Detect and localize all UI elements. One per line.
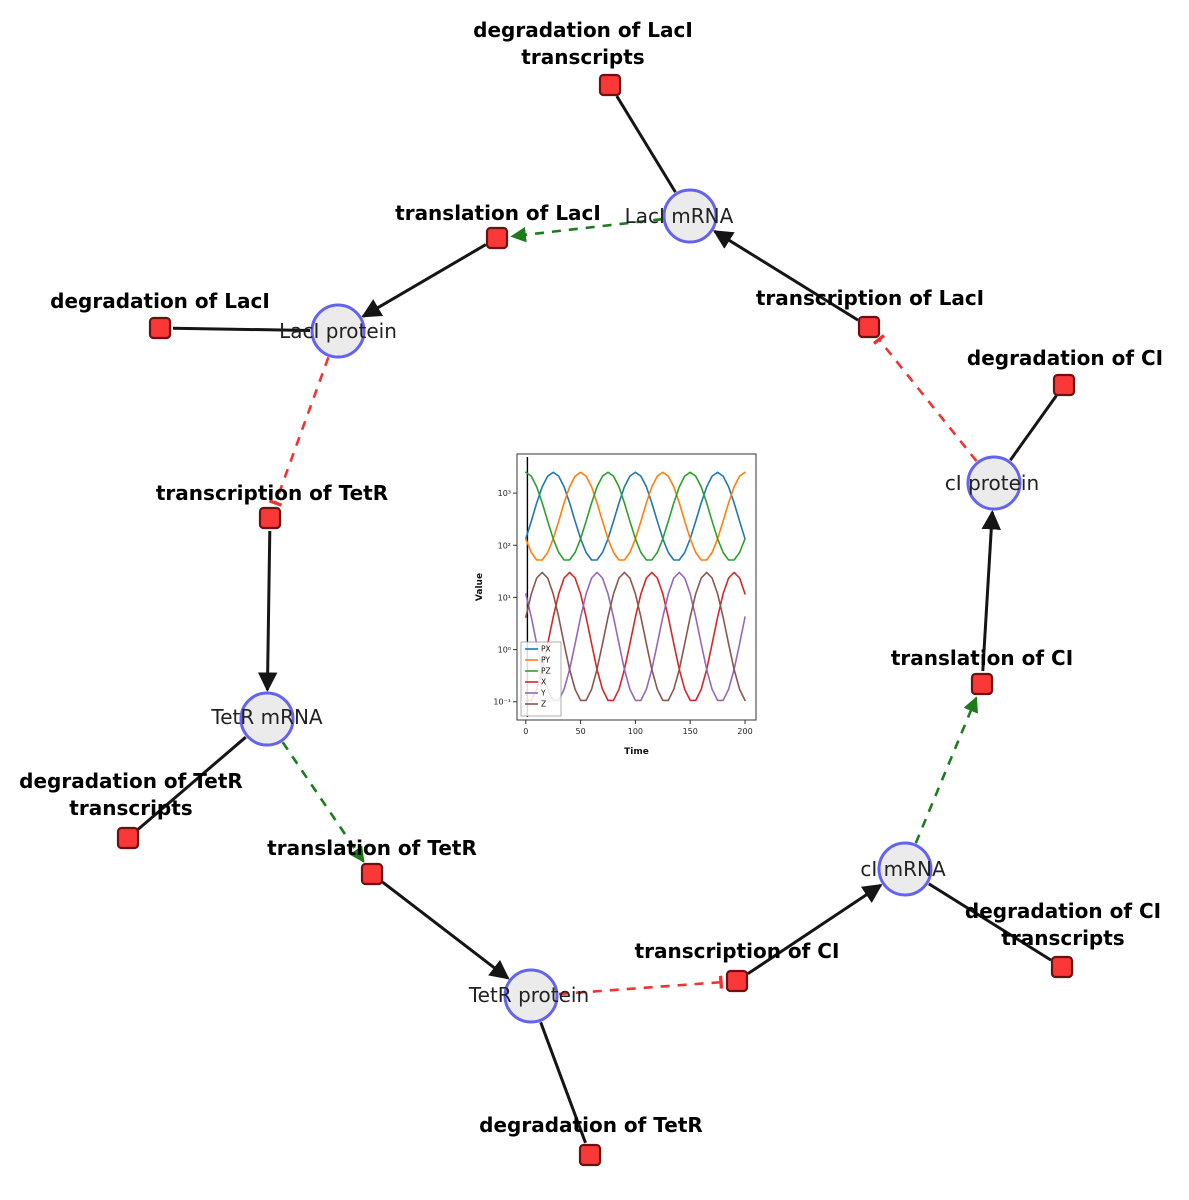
reaction-label-transl_laci: translation of LacI <box>395 201 601 225</box>
species-node-laci_mrna <box>662 188 718 244</box>
reaction-node-transc_ci <box>725 969 749 993</box>
reaction-label-deg_tetr: degradation of TetR <box>479 1113 703 1137</box>
edge-modifier-laci_mrna-transl_laci <box>510 217 663 243</box>
species-label-laci_protein: LacI protein <box>279 319 397 343</box>
species-label-tetr_mrna: TetR mRNA <box>210 705 323 729</box>
legend-label-PX: PX <box>541 645 551 654</box>
edge-inhibition-ci_protein-transc_laci <box>872 334 978 462</box>
legend-label-Z: Z <box>541 700 546 709</box>
y-axis-label: Value <box>475 573 485 601</box>
edge-modifier-tetr_mrna-transl_tetr <box>281 741 365 863</box>
edge-production-transl_laci-laci_protein <box>361 243 487 318</box>
reaction-label-deg_ci: degradation of CI <box>967 346 1163 370</box>
edge-modifier-ci_mrna-transl_ci <box>914 696 979 844</box>
series-line-X <box>525 571 746 702</box>
x-tick-label: 100 <box>628 727 643 736</box>
reaction-label-transl_tetr: translation of TetR <box>267 836 477 860</box>
x-tick-label: 50 <box>575 727 585 736</box>
species-label-tetr_protein: TetR protein <box>468 983 589 1007</box>
reaction-node-deg_ci <box>1052 373 1076 397</box>
edge-consumption-tetr_mrna-deg_tetr_tx <box>136 736 247 831</box>
series-line-PZ <box>525 471 746 561</box>
reaction-node-deg_tetr <box>578 1143 602 1167</box>
reaction-label-transc_tetr: transcription of TetR <box>156 481 388 505</box>
reaction-node-transc_tetr <box>258 506 282 530</box>
species-node-ci_protein <box>966 455 1022 511</box>
x-tick-label: 150 <box>683 727 698 736</box>
reaction-label-transc_ci: transcription of CI <box>635 939 840 963</box>
reaction-node-transl_ci <box>970 672 994 696</box>
reaction-node-deg_ci_tx <box>1050 955 1074 979</box>
reaction-node-transc_laci <box>857 315 881 339</box>
species-node-tetr_protein <box>503 968 559 1024</box>
legend-label-PZ: PZ <box>541 667 551 676</box>
reaction-node-deg_laci <box>148 316 172 340</box>
reaction-label-transl_ci: translation of CI <box>891 646 1073 670</box>
species-label-ci_protein: cI protein <box>945 471 1039 495</box>
edge-consumption-tetr_protein-deg_tetr <box>539 1021 587 1144</box>
edge-consumption-ci_mrna-deg_ci_tx <box>928 882 1052 962</box>
edge-production-transl_ci-ci_protein <box>981 509 1001 672</box>
species-node-ci_mrna <box>877 841 933 897</box>
species-node-tetr_mrna <box>239 691 295 747</box>
edge-production-transc_tetr-tetr_mrna <box>257 530 278 692</box>
reaction-label-transc_laci: transcription of LacI <box>756 286 984 310</box>
legend-label-PY: PY <box>541 656 550 665</box>
edge-inhibition-laci_protein-transc_tetr <box>268 356 330 507</box>
edge-production-transc_ci-ci_mrna <box>746 883 883 976</box>
x-axis-label: Time <box>624 747 649 757</box>
y-tick-label: 10⁰ <box>498 646 511 655</box>
series-line-Y <box>525 571 746 702</box>
species-node-laci_protein <box>310 303 366 359</box>
edge-consumption-ci_protein-deg_ci <box>1009 394 1058 462</box>
species-label-ci_mrna: cI mRNA <box>860 857 946 881</box>
edge-production-transc_laci-laci_mrna <box>712 230 859 322</box>
legend-label-Y: Y <box>540 689 546 698</box>
edge-production-transl_tetr-tetr_protein <box>381 880 510 980</box>
edges-layer <box>136 95 1058 1144</box>
reaction-node-transl_laci <box>485 226 509 250</box>
legend-label-X: X <box>541 678 546 687</box>
series-line-PX <box>525 471 746 561</box>
reaction-label-deg_laci: degradation of LacI <box>50 289 270 313</box>
y-tick-label: 10¹ <box>498 593 511 602</box>
y-tick-label: 10³ <box>498 489 511 498</box>
y-tick-label: 10⁻¹ <box>493 698 511 707</box>
reaction-node-transl_tetr <box>360 862 384 886</box>
reaction-node-deg_tetr_tx <box>116 826 140 850</box>
x-tick-label: 200 <box>737 727 752 736</box>
edge-consumption-laci_mrna-deg_laci_tx <box>615 95 677 193</box>
nodes-layer <box>116 73 1076 1167</box>
edge-consumption-laci_protein-deg_laci <box>172 326 311 332</box>
species-label-laci_mrna: LacI mRNA <box>625 204 734 228</box>
reaction-node-deg_laci_tx <box>598 73 622 97</box>
y-tick-label: 10² <box>498 541 511 550</box>
series-line-Z <box>525 571 746 702</box>
x-tick-label: 0 <box>523 727 528 736</box>
